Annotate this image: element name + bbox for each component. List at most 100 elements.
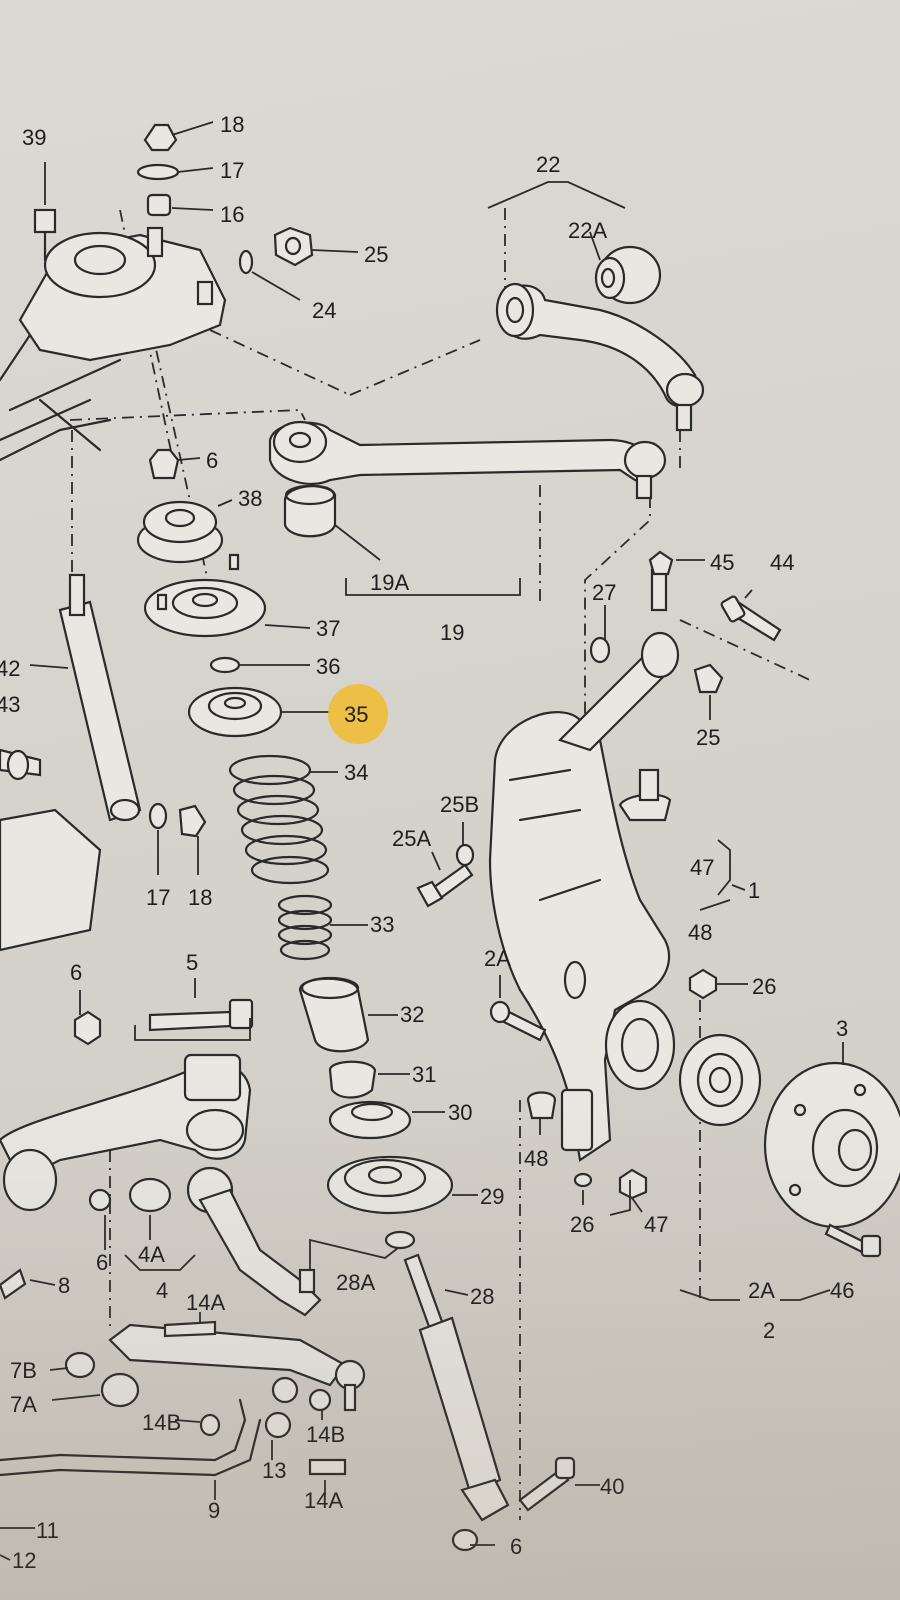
top-nut-washer-stack: [136, 123, 180, 217]
label-17-left: 17: [146, 885, 170, 910]
label-45: 45: [710, 550, 734, 575]
control-arm-19: [268, 420, 667, 500]
nut-25-washer-24: [238, 226, 314, 275]
label-30: 30: [448, 1100, 472, 1125]
dust-boot-32: [298, 976, 370, 1053]
label-18-left: 18: [188, 885, 212, 910]
label-32: 32: [400, 1002, 424, 1027]
tie-arm-7: [64, 1188, 366, 1412]
label-25A: 25A: [392, 826, 431, 851]
leader-lines: [0, 121, 844, 1561]
label-36: 36: [316, 654, 340, 679]
label-6-bolt: 6: [70, 960, 82, 985]
stabilizer-9: [0, 1268, 347, 1477]
nut-26: [573, 968, 718, 1188]
label-39: 39: [22, 125, 46, 150]
label-48: 48: [688, 920, 712, 945]
label-35: 35: [344, 702, 368, 727]
label-11: 11: [36, 1518, 59, 1543]
label-2A-lower: 2A: [748, 1278, 775, 1303]
spring-seat-35: [187, 686, 283, 738]
label-7B: 7B: [10, 1358, 37, 1383]
label-42: 42: [0, 656, 20, 681]
label-46: 46: [830, 1278, 854, 1303]
label-38: 38: [238, 486, 262, 511]
label-40: 40: [600, 1474, 624, 1499]
wheel-hub-3: [763, 1061, 900, 1229]
bolt-2A: [489, 1000, 547, 1042]
label-19A: 19A: [370, 570, 409, 595]
label-25B: 25B: [440, 792, 479, 817]
shock-absorber-28: [403, 1253, 510, 1552]
bolt-46: [824, 1223, 882, 1258]
label-22: 22: [536, 152, 560, 177]
left-damper-42: [0, 573, 207, 952]
label-28A: 28A: [336, 1270, 375, 1295]
label-14A-lower: 14A: [304, 1488, 343, 1513]
label-6-shock: 6: [510, 1534, 522, 1559]
label-31: 31: [412, 1062, 436, 1087]
callout-labels: 39 18 17 16 25 24 22 22A 6 38 19A 19 45 …: [0, 112, 854, 1573]
bump-stop-33: [277, 894, 333, 961]
label-13: 13: [262, 1458, 286, 1483]
label-2: 2: [763, 1318, 775, 1343]
label-14A: 14A: [186, 1290, 225, 1315]
label-8: 8: [58, 1273, 70, 1298]
label-24: 24: [312, 298, 336, 323]
strut-bearing-38: [136, 448, 224, 564]
label-27: 27: [592, 580, 616, 605]
ball-joint-45: [557, 550, 724, 822]
label-29: 29: [480, 1184, 504, 1209]
label-9: 9: [208, 1498, 220, 1523]
label-18: 18: [220, 112, 244, 137]
bolt-48-47: [526, 1091, 648, 1200]
label-2A: 2A: [484, 946, 511, 971]
label-14B: 14B: [142, 1410, 181, 1435]
label-3: 3: [836, 1016, 848, 1041]
washer-28A: [384, 1230, 416, 1250]
label-19: 19: [440, 620, 464, 645]
control-arm-4: [0, 1053, 252, 1212]
label-34: 34: [344, 760, 368, 785]
label-37: 37: [316, 616, 340, 641]
label-4A: 4A: [138, 1242, 165, 1267]
spring-plate-30: [328, 1100, 412, 1140]
highlight-marker: [328, 684, 388, 744]
lower-spring-plate-29: [326, 1155, 454, 1215]
label-44: 44: [770, 550, 794, 575]
spring-seat-37: [143, 553, 267, 638]
buffer-31: [328, 1060, 377, 1099]
washer-36: [209, 656, 241, 674]
label-28: 28: [470, 1284, 494, 1309]
label-14B-right: 14B: [306, 1422, 345, 1447]
label-43: 43: [0, 692, 20, 717]
label-16: 16: [220, 202, 244, 227]
bolt-44: [720, 595, 782, 642]
label-12: 12: [12, 1548, 36, 1573]
coil-spring-34: [228, 754, 330, 885]
label-1: 1: [748, 878, 760, 903]
label-25-right: 25: [696, 725, 720, 750]
label-26-lower: 26: [570, 1212, 594, 1237]
label-47-lower: 47: [644, 1212, 668, 1237]
bolt-25A-25B: [416, 843, 475, 908]
label-5: 5: [186, 950, 198, 975]
bolt-40: [518, 1456, 576, 1512]
label-22A: 22A: [568, 218, 607, 243]
wheel-bearing-housing-1: [488, 711, 676, 1162]
label-26: 26: [752, 974, 776, 999]
wheel-bearing-2: [678, 1033, 762, 1127]
bolt-5: [73, 998, 254, 1046]
label-47: 47: [690, 855, 714, 880]
label-7A: 7A: [10, 1392, 37, 1417]
label-17: 17: [220, 158, 244, 183]
bushing-19A: [283, 484, 337, 538]
upper-control-arm-22: [495, 282, 705, 432]
label-48-lower: 48: [524, 1146, 548, 1171]
label-6-arm: 6: [96, 1250, 108, 1275]
label-6-nut: 6: [206, 448, 218, 473]
label-33: 33: [370, 912, 394, 937]
bushing-22A: [594, 245, 662, 305]
